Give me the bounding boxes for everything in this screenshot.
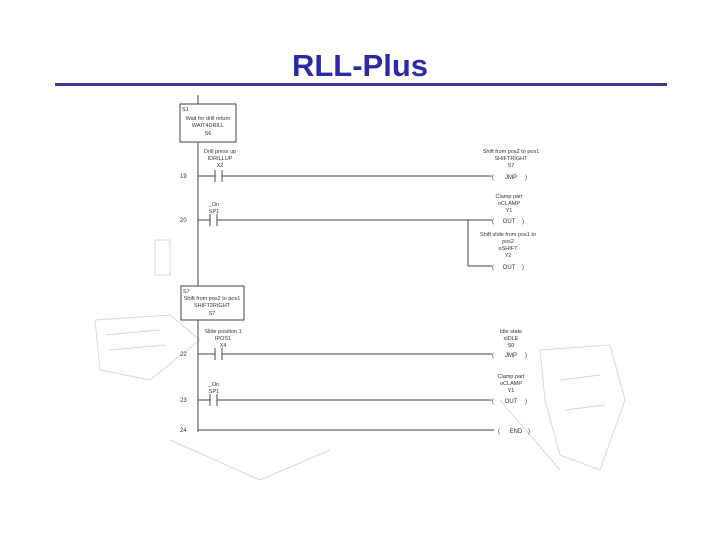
contact-label: _On bbox=[208, 202, 219, 208]
stage-line: SHIFT2RIGHT bbox=[194, 303, 231, 309]
contact-label: X2 bbox=[217, 163, 224, 169]
contact-label: _On bbox=[208, 382, 219, 388]
rung-number: 20 bbox=[180, 218, 187, 224]
coil-label: oCLAMP bbox=[498, 201, 520, 207]
coil-label: Clamp part bbox=[498, 374, 525, 380]
coil-label: oCLAMP bbox=[500, 381, 522, 387]
coil-label: Idle state bbox=[500, 329, 522, 335]
coil-label: S7 bbox=[508, 163, 515, 169]
stage-line: S6 bbox=[205, 131, 212, 137]
coil-label: oSHIFT bbox=[499, 246, 519, 252]
coil-bracket: ) bbox=[525, 353, 527, 359]
stage-line: Shift from pos2 to pos1 bbox=[184, 296, 241, 302]
rung: 20 _On SP1 Clamp part oCLAMP Y1 ( OUT ) bbox=[180, 194, 524, 267]
rung: 19 Drill press up IDRILLUP X2 Shift from… bbox=[180, 149, 539, 182]
coil-instruction: OUT bbox=[503, 265, 516, 271]
rung-number: 19 bbox=[180, 174, 187, 180]
rung: 24 ( END ) bbox=[180, 428, 530, 435]
stage-line: WAIT4DRILL bbox=[192, 123, 224, 129]
coil-label: Shift from pos2 to pos1 bbox=[483, 149, 540, 155]
coil-bracket: ) bbox=[522, 265, 524, 271]
slide-title: RLL-Plus bbox=[291, 48, 429, 83]
coil-bracket: ( bbox=[492, 175, 494, 181]
coil-label: Clamp part bbox=[496, 194, 523, 200]
coil-bracket: ( bbox=[492, 353, 494, 359]
coil-instruction: OUT bbox=[505, 399, 518, 405]
stage-line: Wait for drill return bbox=[186, 116, 231, 122]
rung: 23 _On SP1 Clamp part oCLAMP Y1 ( OUT ) bbox=[180, 374, 527, 406]
coil-bracket: ( bbox=[492, 219, 494, 225]
title-underline bbox=[55, 83, 667, 86]
coil-instruction: JMP bbox=[505, 353, 517, 359]
stage-box: S7 Shift from pos2 to pos1 SHIFT2RIGHT S… bbox=[180, 285, 245, 321]
contact-label: Slide position 1 bbox=[204, 329, 241, 335]
contact-label: SP1 bbox=[209, 389, 219, 395]
coil-bracket: ( bbox=[492, 265, 494, 271]
coil-bracket: ) bbox=[522, 219, 524, 225]
rung-number: 23 bbox=[180, 398, 187, 404]
contact-label: X4 bbox=[220, 343, 227, 349]
coil-label: pos2 bbox=[502, 239, 514, 245]
coil-label: Y2 bbox=[505, 253, 512, 259]
coil-bracket: ) bbox=[525, 175, 527, 181]
coil-bracket: ( bbox=[492, 399, 494, 405]
background-sketch bbox=[94, 239, 626, 481]
coil-instruction: JMP bbox=[505, 175, 517, 181]
rung-number: 22 bbox=[180, 352, 187, 358]
rung: 22 Slide position 1 IPOS1 X4 Idle state … bbox=[180, 329, 527, 360]
contact-label: IPOS1 bbox=[215, 336, 231, 342]
coil-label: SHIFTRIGHT bbox=[495, 156, 529, 162]
coil-label: Y1 bbox=[506, 208, 513, 214]
stage-line: S7 bbox=[209, 311, 216, 317]
coil-label: S0 bbox=[508, 343, 515, 349]
stage-box: S1 Wait for drill return WAIT4DRILL S6 bbox=[179, 103, 237, 143]
coil-instruction: OUT bbox=[503, 219, 516, 225]
coil-label: Y1 bbox=[508, 388, 515, 394]
contact-label: Drill press up bbox=[204, 149, 236, 155]
coil-instruction: END bbox=[510, 429, 523, 435]
rung-branch: Shift slide from pos1 to pos2 oSHIFT Y2 … bbox=[480, 232, 536, 271]
contact-label: SP1 bbox=[209, 209, 219, 215]
rung-number: 24 bbox=[180, 428, 187, 434]
coil-bracket: ( bbox=[498, 429, 500, 435]
coil-label: sIDLE bbox=[504, 336, 519, 342]
coil-bracket: ) bbox=[528, 429, 530, 435]
coil-label: Shift slide from pos1 to bbox=[480, 232, 536, 238]
stage-marker: S7 bbox=[183, 289, 190, 295]
coil-bracket: ) bbox=[525, 399, 527, 405]
contact-label: IDRILLUP bbox=[208, 156, 233, 162]
stage-marker: S1 bbox=[182, 107, 189, 113]
